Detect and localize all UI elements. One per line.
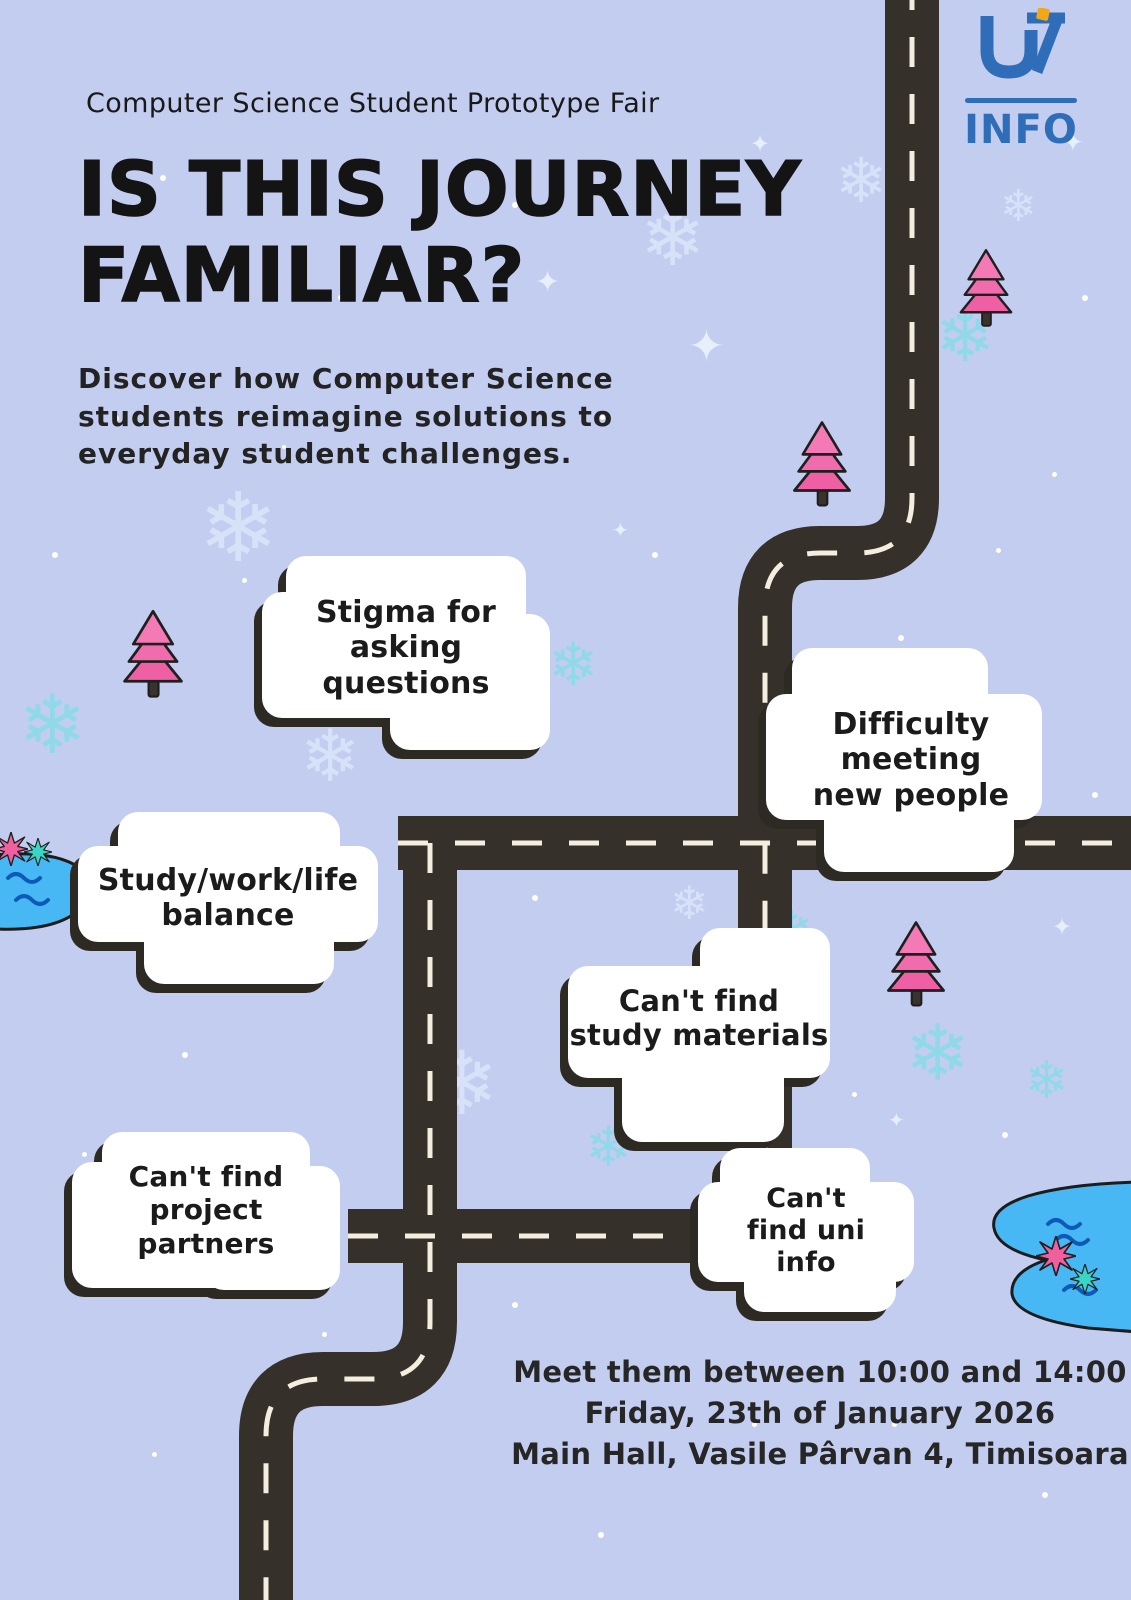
snowflake-icon: ❄ [198,472,279,584]
bubble-line: partners [137,1226,275,1260]
snow-dot [1042,1492,1048,1498]
snow-dot [892,1422,897,1427]
bubble-line: Can't find [128,1160,284,1194]
logo-divider [965,98,1077,103]
challenge-bubble-partners: Can't find project partners [72,1132,340,1294]
snowflake-icon: ❄ [18,678,87,773]
page-title: IS THIS JOURNEY FAMILIAR? [77,145,802,320]
snow-dot [82,1152,87,1157]
challenge-bubble-materials: Can't find study materials [568,928,830,1142]
bubble-line: project [149,1193,263,1227]
sparkle-icon: ✦ [535,265,561,300]
snow-dot [996,548,1001,553]
snow-dot [512,1302,518,1308]
event-subtitle: Computer Science Student Prototype Fair [86,88,660,119]
bubble-line: info [776,1246,836,1278]
snow-dot [160,175,166,181]
bubble-line: find uni [746,1215,866,1247]
bubble-line: study materials [569,1018,829,1052]
river-right [898,1180,1131,1336]
snow-dot [112,415,119,422]
snowflake-icon: ❄ [1025,1051,1069,1111]
snow-dot [1052,472,1057,477]
snow-dot [52,552,58,558]
challenge-bubble-stigma: Stigma for asking questions [262,556,550,752]
snow-dot [132,282,137,287]
title-line-1: IS THIS JOURNEY [77,145,802,233]
snowflake-icon: ❄ [1000,181,1037,232]
bubble-line: meeting [840,742,982,778]
snow-dot [532,895,538,901]
snowflake-icon: ❄ [835,144,887,217]
sparkle-icon: ✦ [888,1108,905,1132]
snow-dot [512,202,518,208]
bubble-line: Stigma for [315,594,497,630]
snow-dot [598,1532,604,1538]
pine-tree-icon [788,420,856,510]
snow-dot [322,1332,327,1337]
bubble-line: Can't find [618,983,780,1018]
bubble-line: Can't [766,1183,846,1215]
snowflake-icon: ❄ [670,876,709,930]
snow-dot [898,635,904,641]
event-date: Friday, 23th of January 2026 [584,1396,1056,1431]
challenge-bubble-balance: Study/work/life balance [78,812,378,984]
uvt-info-logo: INFO [955,7,1087,153]
challenge-bubble-uniinfo: Can't find uni info [698,1148,914,1314]
event-time: Meet them between 10:00 and 14:00 [513,1355,1127,1389]
snow-dot [652,552,658,558]
challenge-bubble-difficulty: Difficulty meeting new people [766,648,1042,872]
logo-wordmark: INFO [964,107,1078,153]
snow-dot [242,578,247,583]
snowflake-icon: ❄ [548,630,599,700]
snow-dot [152,1452,157,1457]
snow-dot [852,1092,857,1097]
title-line-2: FAMILIAR? [77,231,526,320]
bubble-line: new people [812,777,1010,813]
uvt-logo-mark [980,7,1065,79]
bubble-line: questions [322,665,490,701]
sparkle-icon: ✦ [1062,128,1084,158]
snow-dot [182,1052,188,1058]
event-location: Main Hall, Vasile Pârvan 4, Timisoara [511,1437,1129,1472]
snowflake-icon: ❄ [300,714,361,798]
event-details: Meet them between 10:00 and 14:00 Friday… [500,1352,1131,1476]
event-description: Discover how Computer Science students r… [78,360,614,473]
sparkle-icon: ✦ [750,130,771,158]
snowflake-icon: ❄ [640,194,706,284]
snow-dot [1092,792,1098,798]
description-line: students reimagine solutions to [78,399,614,433]
bubble-line: asking [349,630,463,666]
snow-dot [1002,1132,1008,1138]
sparkle-icon: ✦ [688,321,725,372]
snow-dot [752,1422,757,1427]
bubble-line: balance [161,898,295,933]
pine-tree-icon [882,920,950,1010]
pine-tree-icon [118,608,188,702]
bubble-line: Study/work/life [97,862,359,898]
sparkle-icon: ✦ [1052,913,1073,941]
sparkle-icon: ✦ [612,518,629,542]
description-line: everyday student challenges. [78,437,573,471]
snow-dot [1082,295,1088,301]
snowflake-icon: ❄ [905,1009,971,1099]
snow-dot [282,445,286,449]
snow-dot [338,295,343,300]
description-line: Discover how Computer Science [78,362,614,395]
pine-tree-icon [955,248,1017,330]
snow-dot [600,415,605,420]
bubble-line: Difficulty [832,706,990,742]
